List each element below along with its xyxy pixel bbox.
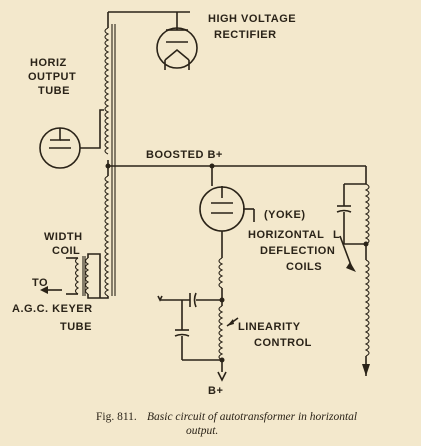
horiz-output-tube	[39, 109, 104, 169]
rectifier-tube	[156, 12, 198, 70]
boosted-b-plus-label: BOOSTED B+	[146, 149, 223, 161]
agc-label-line2: A.G.C. KEYER	[12, 303, 93, 315]
linearity-circuit	[157, 246, 239, 382]
horiz-label-line1: HORIZ	[30, 57, 67, 69]
b-plus-label: B+	[208, 385, 223, 397]
caption-fig-number-text: Fig. 811.	[96, 411, 137, 423]
deflection-coils	[336, 166, 370, 376]
l-label: L	[333, 229, 340, 241]
agc-label-line3: TUBE	[60, 321, 92, 333]
horiz-label-line2: OUTPUT	[28, 71, 76, 83]
deflection-label-line2: DEFLECTION	[260, 245, 335, 257]
yoke-label: (YOKE)	[264, 209, 306, 221]
width-coil	[40, 253, 101, 299]
rectifier-label-line1: HIGH VOLTAGE	[208, 13, 296, 25]
deflection-label-line3: COILS	[286, 261, 322, 273]
linearity-label-line2: CONTROL	[254, 337, 312, 349]
deflection-label-line1: HORIZONTAL	[248, 229, 324, 241]
damper-tube	[199, 186, 255, 246]
caption-fig-number: Fig. 811.	[96, 411, 137, 423]
caption-line1: Basic circuit of autotransformer in hori…	[147, 411, 357, 423]
agc-label-line1: TO	[32, 277, 48, 289]
width-coil-label-line2: COIL	[52, 245, 80, 257]
boosted-b-plus-bus	[105, 163, 366, 186]
caption-line2: output.	[186, 425, 218, 437]
autotransformer	[100, 11, 190, 299]
horiz-label-line3: TUBE	[38, 85, 70, 97]
rectifier-label-line2: RECTIFIER	[214, 29, 277, 41]
width-coil-label-line1: WIDTH	[44, 231, 83, 243]
linearity-label-line1: LINEARITY	[238, 321, 301, 333]
